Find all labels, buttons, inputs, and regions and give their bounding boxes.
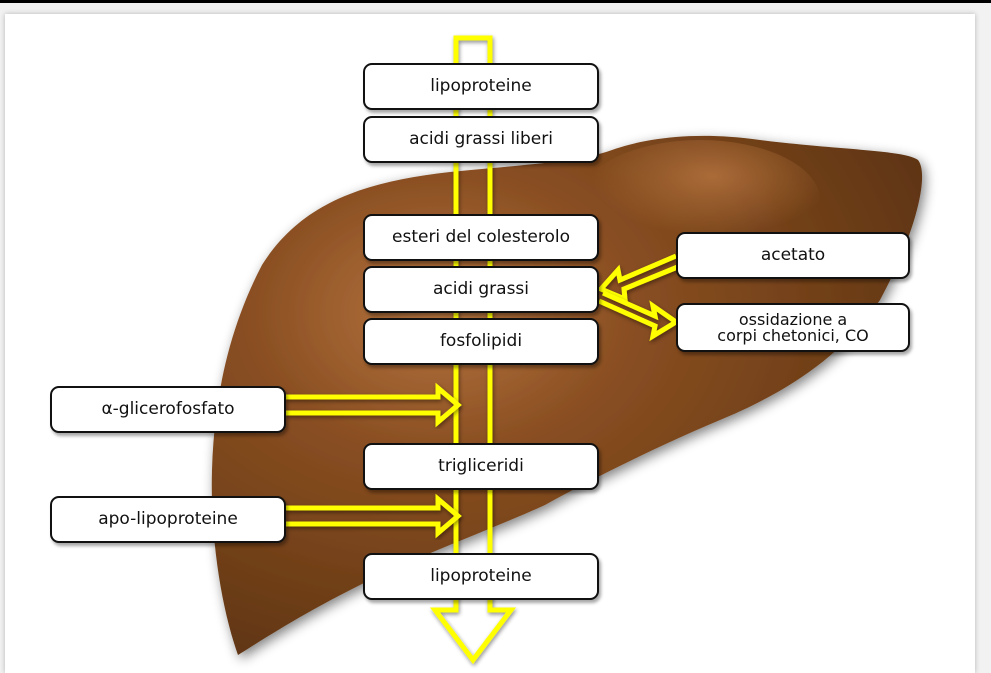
box-fosfolipidi: fosfolipidi	[363, 318, 599, 365]
box-apo-lipoproteine: apo-lipoproteine	[50, 496, 286, 543]
box-esteri-del-colesterolo: esteri del colesterolo	[363, 214, 599, 261]
box-acidi-grassi-liberi: acidi grassi liberi	[363, 116, 599, 163]
box-trigliceridi: trigliceridi	[363, 443, 599, 490]
box-ossidazione-corpi-chetonici: ossidazione a corpi chetonici, CO	[676, 303, 910, 352]
box-lipoproteine-top: lipoproteine	[363, 63, 599, 110]
box-acetato: acetato	[676, 232, 910, 279]
box-lipoproteine-bottom: lipoproteine	[363, 553, 599, 600]
box-alpha-glicerofosfato: α-glicerofosfato	[50, 386, 286, 433]
box-acidi-grassi: acidi grassi	[363, 266, 599, 313]
